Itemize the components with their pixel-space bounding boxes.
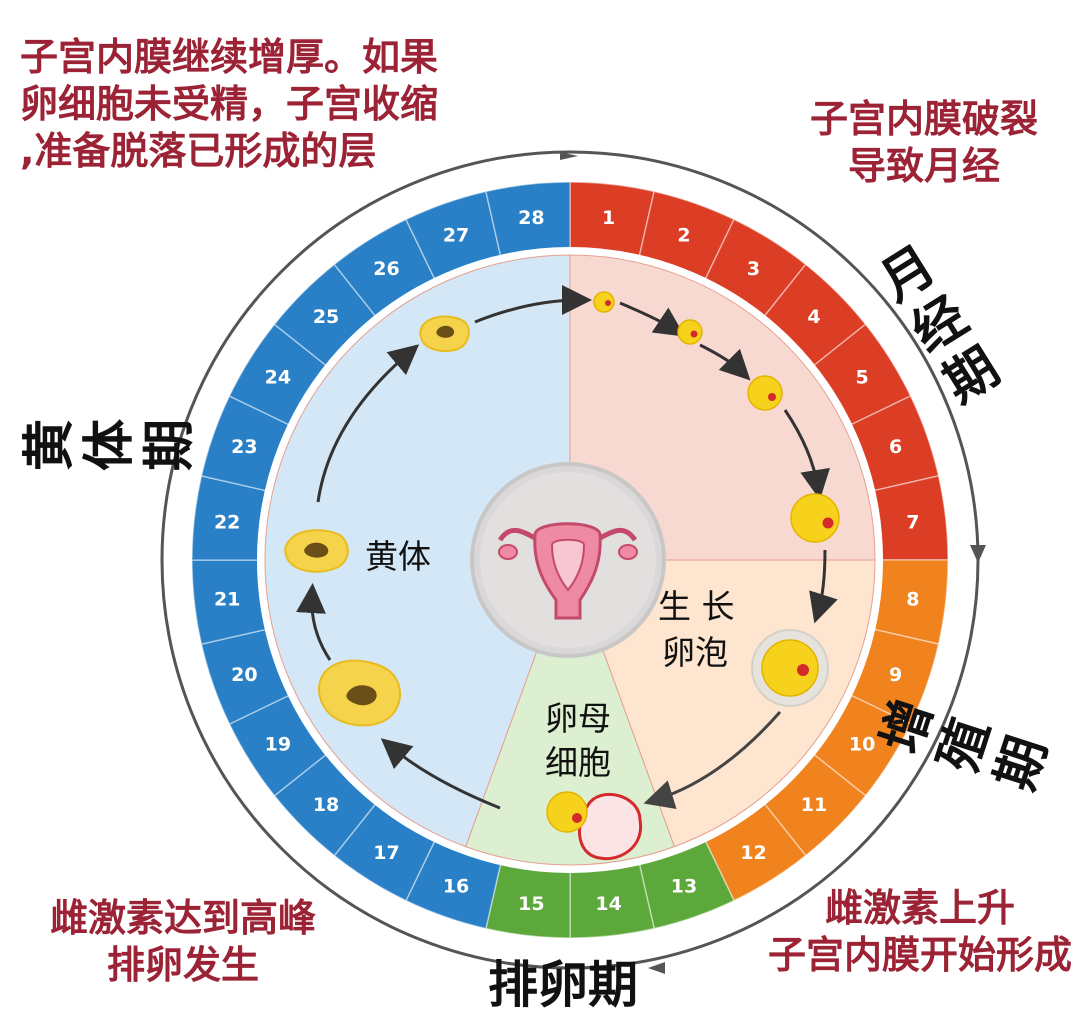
annotation-line: 导致月经 [848,144,1001,188]
follicle-path-arrows [296,285,838,810]
day-label-1: 1 [602,207,615,229]
ring-arrow-right [970,545,986,563]
annotation-bottom-left: 雌激素达到高峰 排卵发生 [50,895,316,989]
day-label-21: 21 [214,589,240,611]
day-label-11: 11 [801,794,827,816]
corpus-luteum-icon [284,315,470,727]
egg-cell-label-1: 卵母 [545,699,611,738]
day-label-18: 18 [313,794,339,816]
phase-char: 期 [140,419,200,472]
ring-arrow-bottom [648,962,665,974]
growing-follicle-label-1: 生 长 [658,587,735,626]
ring-arrow-top [560,152,578,160]
phase-char: 体 [80,419,140,472]
day-label-17: 17 [373,842,399,864]
day-label-10: 10 [849,734,875,756]
day-label-20: 20 [231,664,257,686]
annotation-line: 雌激素上升 [825,886,1016,930]
ovulation-egg-icon [546,791,643,861]
day-label-19: 19 [265,734,291,756]
day-label-4: 4 [807,306,820,328]
day-label-28: 28 [518,207,544,229]
day-label-6: 6 [889,436,902,458]
annotation-line: ,准备脱落已形成的层 [20,129,377,173]
day-label-7: 7 [906,511,919,533]
annotation-top-left: 子宫内膜继续增厚。如果 卵细胞未受精，子宫收缩 ,准备脱落已形成的层 [20,34,438,175]
annotation-line: 子宫内膜继续增厚。如果 [20,35,439,79]
follicle-icon [593,291,840,707]
day-label-26: 26 [373,258,399,280]
uterus-icon [470,462,666,658]
day-label-5: 5 [856,366,869,388]
annotation-line: 子宫内膜开始形成 [768,933,1073,977]
day-label-15: 15 [518,893,544,915]
day-label-8: 8 [906,589,919,611]
annotation-line: 卵细胞未受精，子宫收缩 [20,82,439,126]
day-label-23: 23 [231,436,257,458]
day-label-25: 25 [313,306,339,328]
inner-wedge-ovulation [465,558,675,866]
day-label-24: 24 [265,366,291,388]
annotation-line: 雌激素达到高峰 [50,896,317,940]
day-label-22: 22 [214,511,240,533]
day-label-16: 16 [443,876,469,898]
day-label-9: 9 [889,664,902,686]
annotation-line: 子宫内膜破裂 [810,97,1039,141]
annotation-top-right: 子宫内膜破裂 导致月经 [810,96,1038,190]
phase-label-luteal: 黄体期 [20,415,200,475]
day-label-13: 13 [671,876,697,898]
growing-follicle-label-2: 卵泡 [662,633,728,672]
outer-cycle-ring [160,150,986,974]
day-label-27: 27 [443,224,469,246]
day-label-2: 2 [677,224,690,246]
day-label-14: 14 [595,893,621,915]
annotation-bottom-right: 雌激素上升 子宫内膜开始形成 [768,885,1072,979]
egg-cell-label-2: 细胞 [545,743,611,782]
corpus-luteum-label: 黄体 [365,537,431,576]
phase-char: 黄 [20,419,80,472]
annotation-line: 排卵发生 [107,943,260,987]
day-label-3: 3 [747,258,760,280]
phase-label-ovulation: 排卵期 [488,956,638,1014]
inner-wedge-menstrual [569,254,876,561]
day-label-12: 12 [740,842,766,864]
